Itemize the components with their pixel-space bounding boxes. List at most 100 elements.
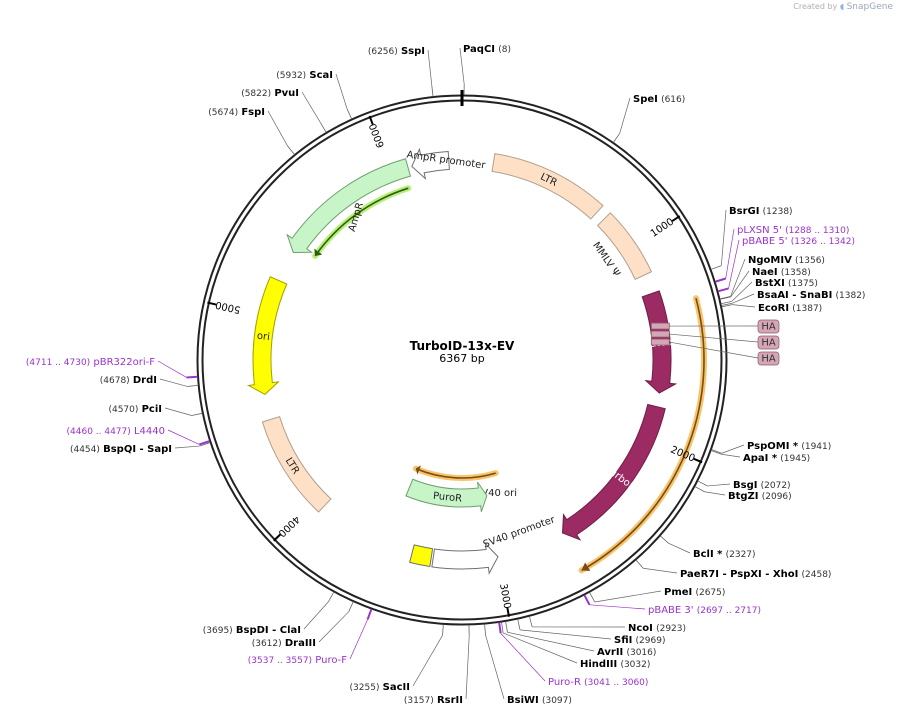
enzyme-site-label[interactable]: (6256) SspI xyxy=(368,46,425,57)
ha-tag-badge[interactable] xyxy=(757,335,780,350)
site-tick xyxy=(721,302,733,306)
primer-site-label[interactable]: pLXSN 5' (1288 .. 1310) xyxy=(737,225,849,236)
site-name: PciI xyxy=(142,404,162,415)
enzyme-site-label[interactable]: BsrGI (1238) xyxy=(729,206,793,217)
site-tick xyxy=(714,277,726,283)
enzyme-site-label[interactable]: BsgI (2072) xyxy=(733,480,791,491)
enzyme-site-label[interactable]: (4570) PciI xyxy=(108,404,162,415)
enzyme-site-label[interactable]: PaqCI (8) xyxy=(463,44,511,55)
enzyme-site-label[interactable]: (3255) SacII xyxy=(350,682,410,693)
enzyme-site-label[interactable]: (4454) BspQI - SapI xyxy=(70,444,172,455)
enzyme-site-label[interactable]: BtgZI (2096) xyxy=(728,491,792,502)
site-name: SspI xyxy=(401,46,425,57)
primer-site-label[interactable]: pBABE 3' (2697 .. 2717) xyxy=(648,605,761,616)
enzyme-site-label[interactable]: SfiI (2969) xyxy=(614,635,665,646)
enzyme-site-label[interactable]: (5932) ScaI xyxy=(276,70,333,81)
primer-site-label[interactable]: (3537 .. 3557) Puro-F xyxy=(248,655,347,666)
site-name: EcoRI xyxy=(758,303,789,314)
site-name: PspOMI * xyxy=(747,441,799,452)
primer-site-label[interactable]: Puro-R (3041 .. 3060) xyxy=(548,677,648,688)
enzyme-site-label[interactable]: (5822) PvuI xyxy=(241,88,299,99)
enzyme-site-label[interactable]: PspOMI * (1941) xyxy=(747,441,831,452)
site-tick xyxy=(199,442,211,447)
enzyme-site-label[interactable]: SpeI (616) xyxy=(633,94,685,105)
enzyme-site-label[interactable]: ApaI * (1945) xyxy=(743,453,810,464)
site-leader-line xyxy=(335,73,348,110)
site-name: SacII xyxy=(383,682,410,693)
site-name: pBABE 3' xyxy=(648,605,694,616)
feature-shape[interactable] xyxy=(409,544,434,568)
site-name: ScaI xyxy=(309,70,333,81)
site-position: (1382) xyxy=(836,291,866,301)
enzyme-site-label[interactable]: NcoI (2923) xyxy=(628,623,686,634)
enzyme-site-label[interactable]: BsaAI - SnaBI (1382) xyxy=(757,290,865,301)
site-name: SfiI xyxy=(614,635,632,646)
site-leader-line xyxy=(303,601,329,630)
enzyme-site-label[interactable]: BstXI (1375) xyxy=(755,278,818,289)
site-leader-line xyxy=(174,445,200,449)
site-tick xyxy=(484,624,486,636)
snapgene-credit: Created by ◖ SnapGene xyxy=(793,2,893,12)
enzyme-site-label[interactable]: (4678) DrdI xyxy=(100,375,157,386)
feature-shape[interactable] xyxy=(561,403,666,541)
enzyme-site-label[interactable]: EcoRI (1387) xyxy=(758,303,822,314)
feature-shape[interactable] xyxy=(596,212,653,281)
site-leader-line xyxy=(167,429,200,445)
site-position: (6256) xyxy=(368,47,398,57)
site-position: (616) xyxy=(661,95,685,105)
site-name: BstXI xyxy=(755,278,785,289)
enzyme-site-label[interactable]: (5674) FspI xyxy=(208,107,265,118)
site-leader-line xyxy=(318,611,349,643)
orf-arrowhead xyxy=(415,465,421,475)
feature-label: SV40 ori xyxy=(475,488,517,499)
enzyme-site-label[interactable]: HindIII (3032) xyxy=(580,659,650,670)
primer-site-label[interactable]: pBABE 5' (1326 .. 1342) xyxy=(742,236,855,247)
site-leader-line xyxy=(159,378,188,387)
enzyme-site-label[interactable]: (3612) DraIII xyxy=(252,638,316,649)
site-tick xyxy=(505,621,508,633)
enzyme-site-label[interactable]: BsiWI (3097) xyxy=(507,695,572,706)
enzyme-site-label[interactable]: NgoMIV (1356) xyxy=(748,255,825,266)
enzyme-site-label[interactable]: PaeR7I - PspXI - XhoI (2458) xyxy=(680,569,831,580)
enzyme-site-label[interactable]: BclI * (2327) xyxy=(693,549,756,560)
primer-site-label[interactable]: (4711 .. 4730) pBR322ori-F xyxy=(26,357,155,368)
enzyme-site-label[interactable]: PmeI (2675) xyxy=(664,587,725,598)
feature-shape[interactable] xyxy=(246,276,288,396)
site-name: BclI * xyxy=(693,549,723,560)
site-tick xyxy=(711,449,722,454)
feature-label: PuroR xyxy=(432,491,462,505)
site-position: (8) xyxy=(498,45,511,55)
feature-shape[interactable] xyxy=(286,158,412,254)
feature-shape[interactable] xyxy=(405,478,488,512)
enzyme-site-label[interactable]: (3157) RsrII xyxy=(404,695,463,706)
tick-label: 6000 xyxy=(368,122,387,150)
ha-tag-badge[interactable] xyxy=(757,351,780,366)
enzyme-site-label[interactable]: (3695) BspDI - ClaI xyxy=(203,625,301,636)
site-leader-line xyxy=(707,483,731,487)
site-name: pBABE 5' xyxy=(742,236,788,247)
site-name: RsrII xyxy=(437,695,463,706)
enzyme-site-label[interactable]: NaeI (1358) xyxy=(752,267,811,278)
orf-arrowhead xyxy=(314,248,323,256)
feature-label: SV40 promoter xyxy=(482,514,558,550)
site-tick xyxy=(186,375,198,379)
site-leader-line xyxy=(267,110,288,147)
feature-shape[interactable] xyxy=(491,153,604,220)
primer-site-label[interactable]: (4460 .. 4477) L4440 xyxy=(67,426,166,437)
site-leader-line xyxy=(731,281,753,302)
site-name: BspQI - SapI xyxy=(103,444,172,455)
site-position: (2458) xyxy=(802,570,832,580)
site-position: (3612) xyxy=(252,639,282,649)
site-position: (3255) xyxy=(350,683,380,693)
ha-tag-badge[interactable] xyxy=(757,319,780,334)
site-tick xyxy=(517,619,521,630)
site-name: NaeI xyxy=(752,267,778,278)
enzyme-site-label[interactable]: AvrII (3016) xyxy=(597,647,656,658)
plasmid-backbone xyxy=(196,90,728,626)
feature-shape[interactable] xyxy=(431,542,499,575)
site-tick xyxy=(287,145,295,155)
feature-shape[interactable] xyxy=(411,147,450,181)
feature-shape[interactable] xyxy=(261,416,332,513)
site-leader-line xyxy=(643,567,678,574)
